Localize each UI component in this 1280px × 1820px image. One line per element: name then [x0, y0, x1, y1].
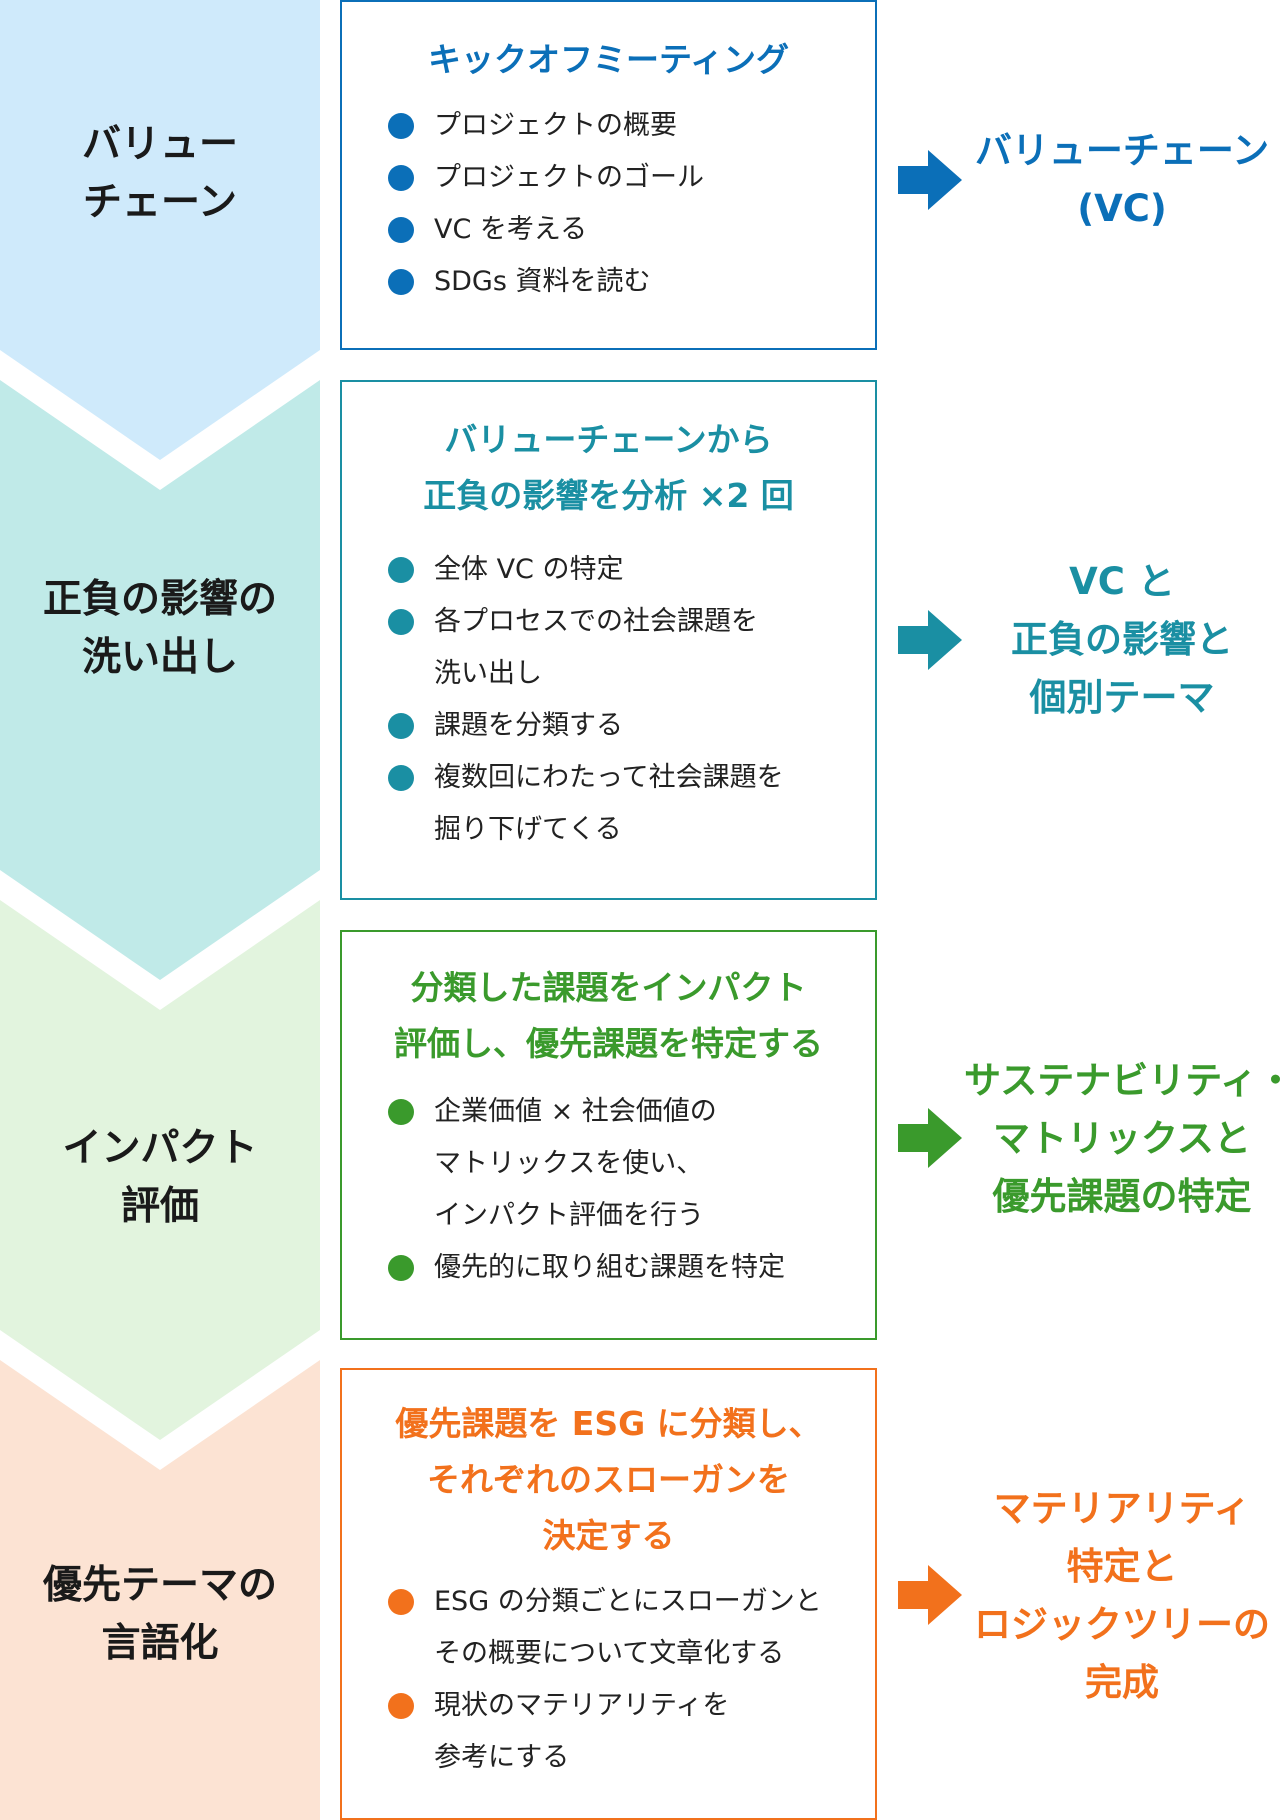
bullet-text: 企業価値 × 社会価値の — [434, 1096, 717, 1127]
bullet-dot-icon — [388, 1255, 414, 1281]
stage-label: バリュー チェーン — [0, 116, 320, 232]
bullet-text: 全体 VC の特定 — [434, 554, 624, 585]
box-title-line: 優先課題を ESG に分類し、 — [395, 1404, 822, 1443]
bullet-list: 企業価値 × 社会価値のマトリックスを使い、インパクト評価を行う 優先的に取り組… — [342, 1086, 875, 1294]
box-title: 優先課題を ESG に分類し、 それぞれのスローガンを 決定する — [342, 1396, 875, 1564]
right-arrow-icon — [898, 1565, 962, 1625]
bullet-item: 企業価値 × 社会価値のマトリックスを使い、インパクト評価を行う — [388, 1086, 875, 1242]
stage-result: サステナビリティ・ マトリックスと 優先課題の特定 — [964, 1052, 1280, 1226]
stage-detail-box: バリューチェーンから 正負の影響を分析 ×2 回 全体 VC の特定 各プロセス… — [340, 380, 877, 900]
result-line: バリューチェーン — [974, 129, 1270, 172]
box-title-line: キックオフミーティング — [427, 40, 790, 79]
bullet-dot-icon — [388, 1693, 414, 1719]
box-title-line: 決定する — [542, 1516, 675, 1555]
stage-label-line: 優先テーマの — [42, 1563, 277, 1608]
bullet-text: 掘り下げてくる — [434, 814, 622, 845]
result-line: ロジックツリーの — [974, 1603, 1270, 1646]
bullet-item: VC を考える — [388, 204, 875, 256]
bullet-item: 各プロセスでの社会課題を洗い出し — [388, 596, 875, 700]
stage-detail-box: キックオフミーティング プロジェクトの概要 プロジェクトのゴール VC を考える… — [340, 0, 877, 350]
stage-band-1 — [0, 0, 320, 460]
stage-detail-box: 優先課題を ESG に分類し、 それぞれのスローガンを 決定する ESG の分類… — [340, 1368, 877, 1820]
bullet-item: 優先的に取り組む課題を特定 — [388, 1242, 875, 1294]
result-line: 個別テーマ — [1029, 676, 1215, 719]
bullet-item: 全体 VC の特定 — [388, 544, 875, 596]
stage-result: VC と 正負の影響と 個別テーマ — [964, 553, 1280, 727]
bullet-text: 各プロセスでの社会課題を — [434, 606, 758, 637]
bullet-text: 優先的に取り組む課題を特定 — [434, 1252, 785, 1283]
right-arrow-icon — [898, 150, 962, 210]
bullet-list: プロジェクトの概要 プロジェクトのゴール VC を考える SDGs 資料を読む — [342, 100, 875, 308]
bullet-dot-icon — [388, 165, 414, 191]
result-line: 優先課題の特定 — [992, 1175, 1252, 1218]
bullet-item: プロジェクトの概要 — [388, 100, 875, 152]
stage-band-4 — [0, 1360, 320, 1820]
stage-label-line: 言語化 — [101, 1621, 219, 1666]
bullet-dot-icon — [388, 713, 414, 739]
bullet-text: 参考にする — [434, 1742, 570, 1773]
stage-label: インパクト 評価 — [0, 1120, 320, 1236]
bullet-dot-icon — [388, 1589, 414, 1615]
stage-label-line: バリュー — [81, 122, 238, 167]
bullet-text: VC を考える — [434, 214, 588, 245]
bullet-item: 複数回にわたって社会課題を掘り下げてくる — [388, 752, 875, 856]
bullet-dot-icon — [388, 113, 414, 139]
bullet-text: プロジェクトの概要 — [434, 110, 677, 141]
bullet-dot-icon — [388, 1099, 414, 1125]
bullet-text: 現状のマテリアリティを — [434, 1690, 730, 1721]
box-title: キックオフミーティング — [342, 32, 875, 88]
stage-label-line: インパクト — [62, 1126, 258, 1171]
box-title-line: 評価し、優先課題を特定する — [394, 1024, 823, 1063]
bullet-text: マトリックスを使い、 — [434, 1148, 704, 1179]
box-title: 分類した課題をインパクト 評価し、優先課題を特定する — [342, 960, 875, 1072]
bullet-item: ESG の分類ごとにスローガンとその概要について文章化する — [388, 1576, 875, 1680]
box-title: バリューチェーンから 正負の影響を分析 ×2 回 — [342, 412, 875, 524]
bullet-text: その概要について文章化する — [434, 1638, 785, 1669]
result-line: (VC) — [1077, 187, 1167, 230]
bullet-text: プロジェクトのゴール — [434, 162, 704, 193]
bullet-text: 洗い出し — [434, 658, 542, 689]
stage-result: マテリアリティ 特定と ロジックツリーの 完成 — [964, 1480, 1280, 1712]
stage-label: 優先テーマの 言語化 — [0, 1557, 320, 1673]
stage-detail-box: 分類した課題をインパクト 評価し、優先課題を特定する 企業価値 × 社会価値のマ… — [340, 930, 877, 1340]
result-line: マテリアリティ — [993, 1487, 1251, 1530]
result-line: 特定と — [1066, 1545, 1178, 1588]
bullet-list: 全体 VC の特定 各プロセスでの社会課題を洗い出し 課題を分類する 複数回にわ… — [342, 544, 875, 856]
bullet-item: 課題を分類する — [388, 700, 875, 752]
stage-band-3 — [0, 900, 320, 1440]
stage-label-line: 正負の影響の — [42, 577, 277, 622]
stage-result: バリューチェーン (VC) — [964, 122, 1280, 238]
right-arrow-icon — [898, 610, 962, 670]
stage-band-2 — [0, 380, 320, 980]
stage-label-line: チェーン — [82, 180, 238, 225]
bullet-dot-icon — [388, 609, 414, 635]
bullet-item: プロジェクトのゴール — [388, 152, 875, 204]
bullet-dot-icon — [388, 269, 414, 295]
bullet-item: SDGs 資料を読む — [388, 256, 875, 308]
result-line: サステナビリティ・ — [964, 1059, 1280, 1102]
bullet-text: 課題を分類する — [434, 710, 623, 741]
box-title-line: バリューチェーンから — [444, 420, 773, 459]
result-line: 完成 — [1085, 1661, 1159, 1704]
box-title-line: それぞれのスローガンを — [427, 1460, 790, 1499]
bullet-dot-icon — [388, 557, 414, 583]
result-line: 正負の影響と — [1011, 618, 1233, 661]
result-line: マトリックスと — [993, 1117, 1251, 1160]
bullet-text: 複数回にわたって社会課題を — [434, 762, 784, 793]
result-line: VC と — [1069, 560, 1175, 603]
bullet-text: SDGs 資料を読む — [434, 266, 651, 297]
bullet-dot-icon — [388, 765, 414, 791]
box-title-line: 分類した課題をインパクト — [410, 968, 807, 1007]
stage-label: 正負の影響の 洗い出し — [0, 571, 320, 687]
box-title-line: 正負の影響を分析 ×2 回 — [423, 476, 794, 515]
bullet-list: ESG の分類ごとにスローガンとその概要について文章化する 現状のマテリアリティ… — [342, 1576, 875, 1784]
bullet-text: インパクト評価を行う — [434, 1200, 704, 1231]
bullet-text: ESG の分類ごとにスローガンと — [434, 1586, 822, 1617]
stage-label-line: 洗い出し — [81, 635, 238, 680]
stage-label-line: 評価 — [120, 1184, 199, 1229]
bullet-dot-icon — [388, 217, 414, 243]
right-arrow-icon — [898, 1108, 962, 1168]
bullet-item: 現状のマテリアリティを参考にする — [388, 1680, 875, 1784]
